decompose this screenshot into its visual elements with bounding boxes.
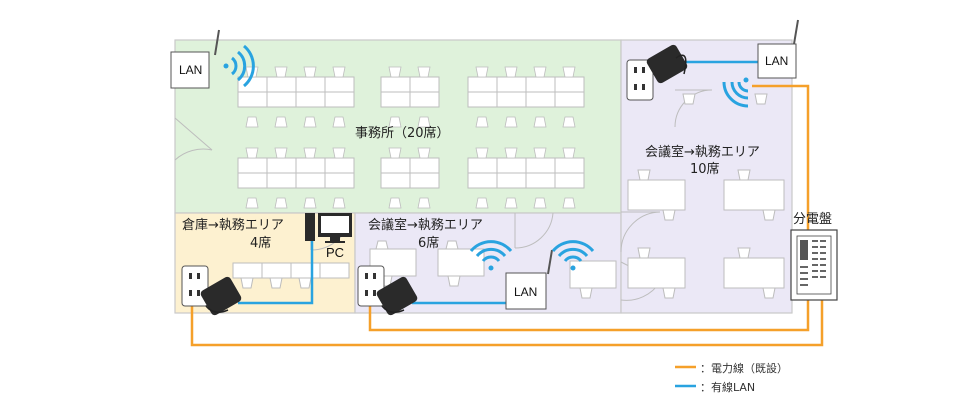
plc-adapter-meeting-large [646,44,688,84]
power-outlet-meeting-large [626,59,654,101]
ap-office-label: LAN [179,63,203,77]
legend-lan-label: ：有線LAN [700,381,756,394]
legend-power-label: ：電力線（既設） [700,362,788,375]
meeting-small-label-1: 会議室→執務エリア [368,218,483,233]
meeting-small-label-2: 6席 [418,236,440,251]
storage-desks [232,262,350,289]
meeting-small-tables [369,240,617,299]
wifi-icon [469,240,595,271]
distribution-panel-icon [790,229,838,301]
meeting-large-label-2: 10席 [690,162,720,177]
ap-meeting-large-label: LAN [765,54,789,68]
power-lines [190,84,824,347]
access-point-office [170,29,255,89]
storage-room-label-2: 4席 [250,236,272,251]
ap-meeting-small-label: LAN [514,285,538,299]
plc-adapter-meeting-small [376,276,418,316]
plc-adapter-storage [200,276,242,316]
distribution-panel-label: 分電盤 [793,212,833,227]
access-point-meeting-large [722,19,799,108]
lan-lines [238,60,758,305]
pc-label: PC [326,245,345,260]
office-desks [237,66,585,209]
pc-icon [305,213,352,243]
wifi-icon [722,77,749,108]
access-point-meeting-small [469,240,595,310]
wifi-icon [223,44,255,88]
office-room-label: 事務所（20席） [355,126,450,141]
meeting-large-tables [627,93,785,299]
meeting-large-label-1: 会議室→執務エリア [645,145,760,160]
storage-room-label-1: 倉庫→執務エリア [182,218,284,233]
